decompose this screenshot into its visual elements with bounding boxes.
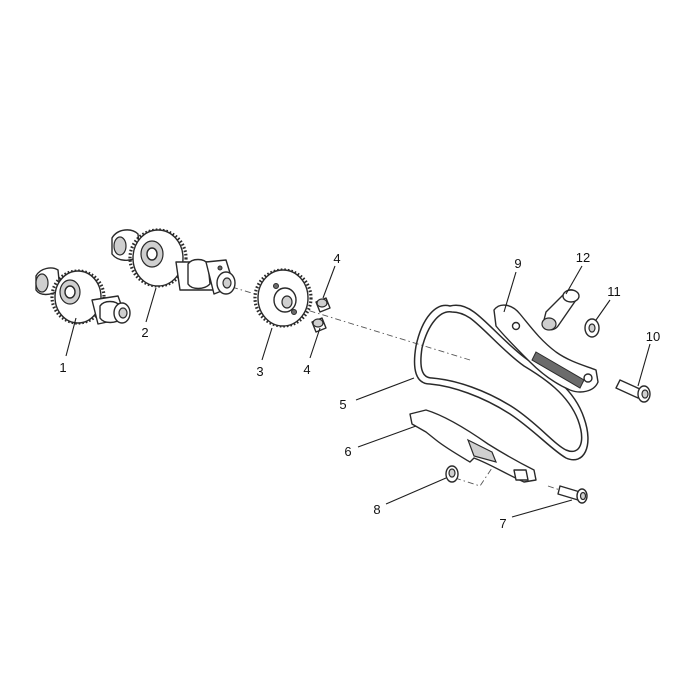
- callout-4-lower: 4: [303, 362, 310, 377]
- camshaft-2: [111, 228, 236, 295]
- callout-labels: 1 2 3 4 4 5 6 7 8 9 10 11 12: [59, 250, 660, 531]
- tensioner-plunger-12: [541, 289, 580, 331]
- tensioner-blade-9: [493, 304, 599, 393]
- callout-2: 2: [141, 325, 148, 340]
- callout-7: 7: [499, 516, 506, 531]
- callout-10: 10: [646, 329, 660, 344]
- callout-6: 6: [344, 444, 351, 459]
- callout-1: 1: [59, 360, 66, 375]
- bushing-8: [445, 465, 459, 483]
- leader-lines: [65, 265, 651, 518]
- bolt-4-upper: [315, 297, 331, 313]
- callout-9: 9: [514, 256, 521, 271]
- callout-11: 11: [607, 284, 621, 299]
- chain-guide-6: [409, 409, 537, 483]
- bolt-7: [557, 485, 588, 504]
- sprocket-3: [253, 268, 313, 328]
- camshaft-1: [35, 267, 131, 325]
- callout-3: 3: [256, 364, 263, 379]
- callout-5: 5: [339, 397, 346, 412]
- bolt-10: [615, 379, 651, 403]
- callout-12: 12: [576, 250, 590, 265]
- washer-11: [584, 318, 600, 338]
- timing-chain-5: [413, 304, 589, 461]
- callout-8: 8: [373, 502, 380, 517]
- bolt-4-lower: [311, 317, 327, 333]
- callout-4-upper: 4: [333, 251, 340, 266]
